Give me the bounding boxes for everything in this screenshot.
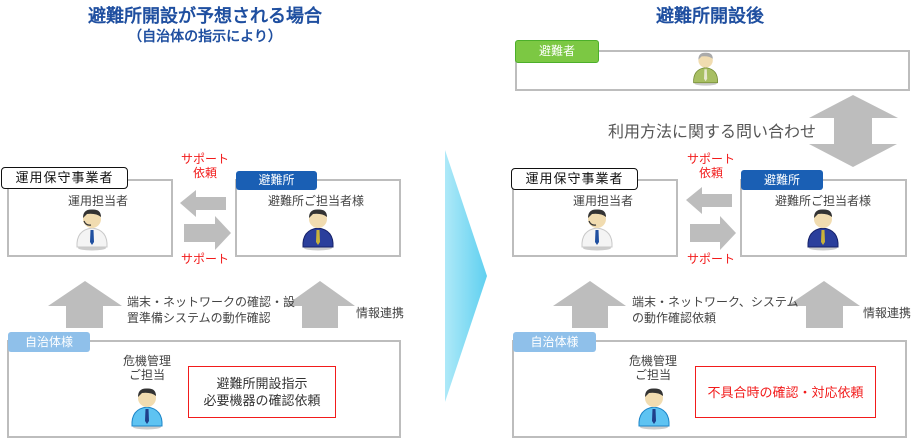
up-arrow-icon xyxy=(48,281,355,328)
operator-person-label: 運用担当者 xyxy=(573,194,634,208)
right-title: 避難所開設後 xyxy=(656,6,764,26)
operator-label: 運用保守事業者 xyxy=(1,167,128,189)
shelter-person-icon xyxy=(301,206,335,255)
left-subtitle: （自治体の指示により） xyxy=(128,28,282,44)
support-request-label: サポート依頼 xyxy=(686,152,736,180)
up-text-line: 端末・ネットワーク、システム xyxy=(632,295,799,309)
left-up-text: 端末・ネットワークの確認・設置準備システムの動作確認 xyxy=(127,294,295,326)
operator-person-label: 運用担当者 xyxy=(68,194,129,208)
gov-person-line: 危機管理 xyxy=(629,354,678,368)
operator-person-icon xyxy=(75,206,109,255)
transition-chevron-icon xyxy=(445,150,487,402)
gov-person-line: 危機管理 xyxy=(123,354,172,368)
shelter-label: 避難所 xyxy=(741,170,823,190)
right-up-text: 端末・ネットワーク、システムの動作確認依頼 xyxy=(632,294,799,326)
gov-person-icon xyxy=(637,385,671,434)
gov-panel xyxy=(512,340,907,438)
left-arrow-icon xyxy=(180,190,226,217)
gov-person-label: 危機管理ご担当 xyxy=(629,354,677,382)
shelter-person-icon xyxy=(806,206,840,255)
right-arrow-icon xyxy=(690,216,736,250)
evacuee-label: 避難者 xyxy=(515,40,599,63)
request-box: 不具合時の確認・対応依頼 xyxy=(695,366,876,418)
support-request-line: サポート xyxy=(686,152,735,166)
inquiry-label: 利用方法に関する問い合わせ xyxy=(608,124,817,141)
up-text-line: の動作確認依頼 xyxy=(632,311,717,325)
left-arrow-icon xyxy=(686,187,732,214)
support-request-line: サポート xyxy=(180,152,229,166)
operator-label: 運用保守事業者 xyxy=(511,168,638,190)
right-arrow-icon xyxy=(184,216,231,250)
up-arrow-icon xyxy=(553,281,860,328)
up-text-line: 端末・ネットワークの確認・設 xyxy=(127,295,296,309)
shelter-label: 避難所 xyxy=(236,171,317,190)
support-request-line: 依頼 xyxy=(698,166,723,180)
request-box: 避難所開設指示必要機器の確認依頼 xyxy=(188,366,336,418)
gov-person-label: 危機管理ご担当 xyxy=(123,354,171,382)
left-title: 避難所開設が予想される場合 xyxy=(88,6,322,26)
gov-label: 自治体様 xyxy=(513,332,596,352)
support-request-label: サポート依頼 xyxy=(180,152,230,180)
support-request-line: 依頼 xyxy=(192,166,217,180)
gov-person-line: ご担当 xyxy=(129,368,166,382)
gov-person-line: ご担当 xyxy=(635,368,672,382)
request-line: 避難所開設指示 xyxy=(216,376,308,391)
right-info-link: 情報連携 xyxy=(863,306,912,320)
request-line: 必要機器の確認依頼 xyxy=(203,393,321,408)
support-label: サポート xyxy=(686,252,735,266)
gov-person-icon xyxy=(130,385,164,434)
operator-person-icon xyxy=(580,206,614,255)
left-info-link: 情報連携 xyxy=(356,306,405,320)
double-arrow-icon xyxy=(809,95,898,167)
evacuee-person-icon xyxy=(692,50,719,90)
shelter-person-label: 避難所ご担当者様 xyxy=(268,194,365,208)
shelter-person-label: 避難所ご担当者様 xyxy=(775,194,872,208)
gov-label: 自治体様 xyxy=(8,332,90,352)
up-text-line: 置準備システムの動作確認 xyxy=(127,311,271,325)
support-label: サポート xyxy=(180,252,229,266)
